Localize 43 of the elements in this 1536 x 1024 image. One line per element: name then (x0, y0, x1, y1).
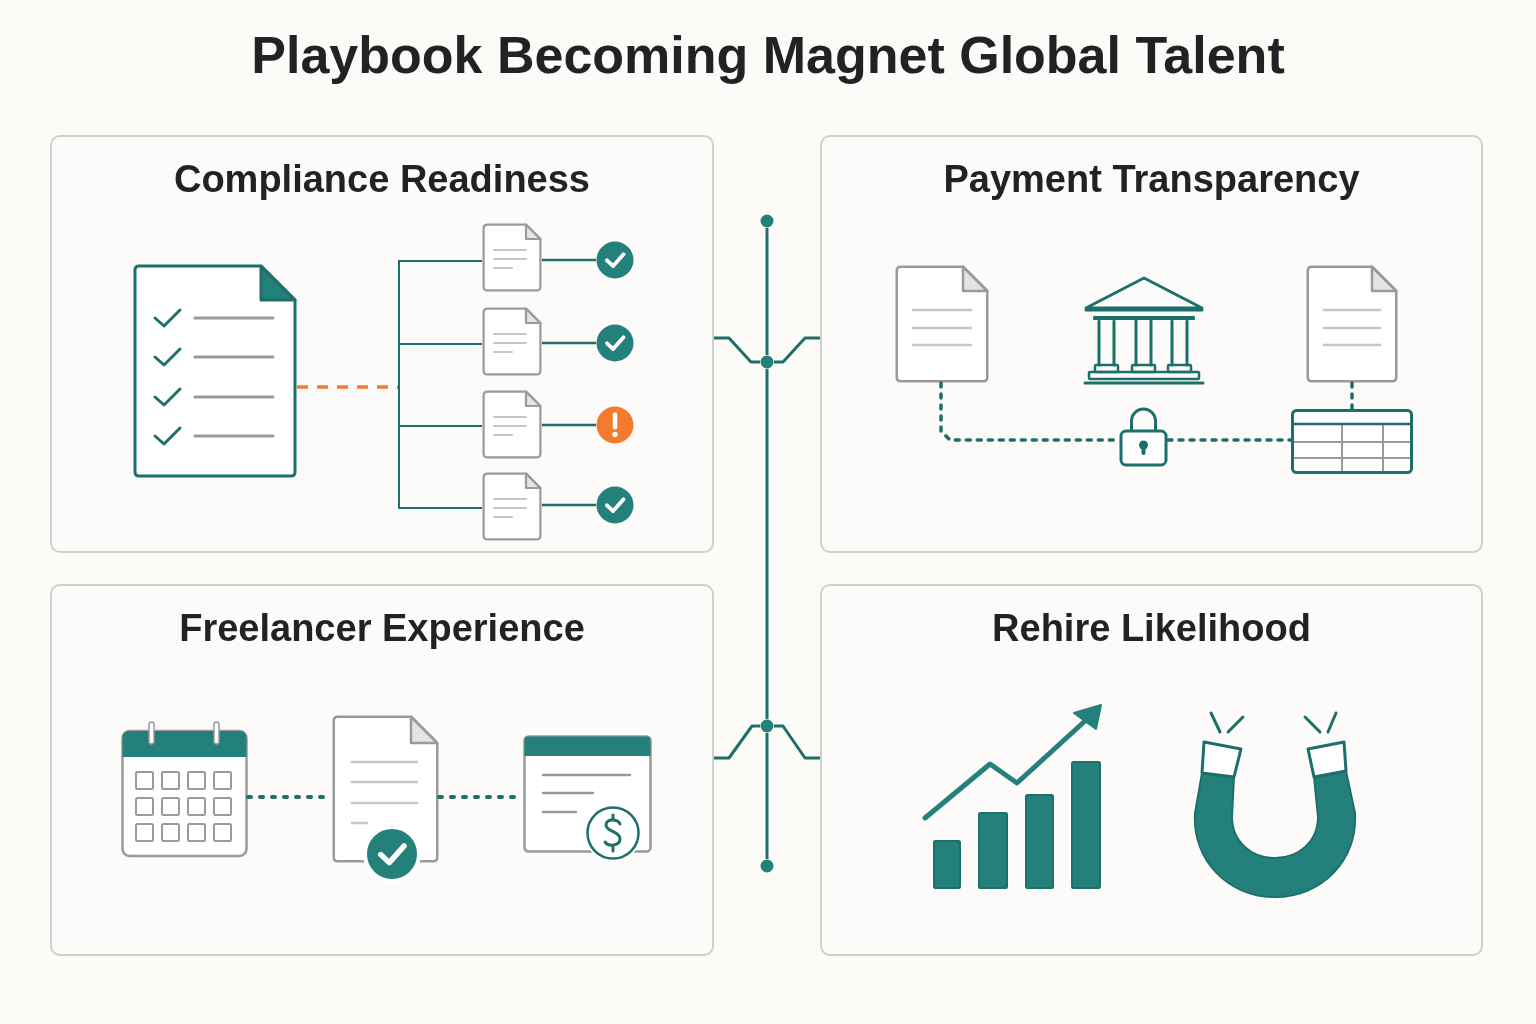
dashed-connector-line (1350, 381, 1354, 411)
check-circle-icon (596, 241, 634, 279)
check-circle-icon (596, 324, 634, 362)
dot-icon (760, 214, 774, 228)
approved-document-icon (332, 715, 439, 883)
connector-line (714, 724, 760, 760)
connector-line (714, 336, 760, 364)
connector-line (774, 724, 820, 760)
panel-card (820, 135, 1483, 553)
connector-line (765, 369, 769, 719)
dot-icon (760, 859, 774, 873)
document-icon (895, 265, 989, 383)
panel-title: Rehire Likelihood (992, 608, 1311, 650)
invoice-icon (523, 735, 652, 862)
connector-line (765, 228, 769, 355)
lock-icon (1119, 405, 1168, 467)
panel-title: Freelancer Experience (179, 608, 585, 650)
connector-line (398, 386, 483, 509)
document-icon (1306, 265, 1398, 383)
connector-line (542, 341, 596, 345)
panel-title: Payment Transparency (943, 159, 1360, 201)
panel-card (50, 135, 714, 553)
check-circle-icon (596, 486, 634, 524)
connector-line (765, 733, 769, 859)
table-icon (1291, 409, 1413, 474)
dashed-connector-line (1166, 438, 1293, 442)
connector-line (542, 503, 596, 507)
connector-line (774, 336, 820, 364)
document-icon (482, 472, 542, 541)
connector-line (542, 258, 596, 262)
panel-card (50, 584, 714, 956)
checklist-icon (133, 264, 297, 478)
dot-icon (760, 355, 774, 369)
document-icon (482, 307, 542, 376)
panel-title: Compliance Readiness (173, 159, 590, 201)
dot-icon (760, 719, 774, 733)
warning-icon (596, 406, 634, 444)
document-icon (482, 390, 542, 459)
panel-card (820, 584, 1483, 956)
connector-line (542, 423, 596, 427)
calendar-icon (121, 720, 248, 858)
page-title: Playbook Becoming Magnet Global Talent (251, 26, 1285, 85)
document-icon (482, 223, 542, 292)
